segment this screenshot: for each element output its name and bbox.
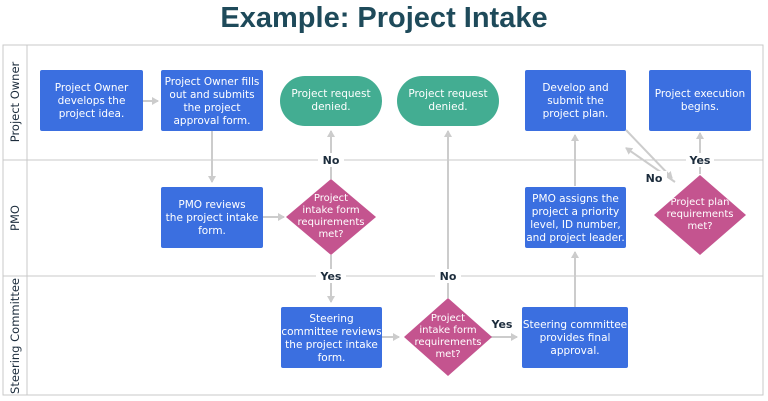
edge-label-sc-no: No (440, 270, 457, 283)
lane-label-project-owner: Project Owner (8, 61, 22, 142)
edge-label-pmo-no: No (323, 154, 340, 167)
edge-label-pmo-yes: Yes (320, 270, 342, 283)
edge-label-sc-yes: Yes (491, 318, 513, 331)
lane-label-pmo: PMO (8, 205, 22, 231)
edge-labels: No Yes No Yes No Yes (316, 153, 714, 332)
lane-label-steering-committee: Steering Committee (8, 278, 22, 394)
edge-label-plan-no: No (646, 172, 663, 185)
swimlanes: Project Owner PMO Steering Committee (2, 44, 764, 396)
edge-label-plan-yes: Yes (689, 154, 711, 167)
connectors (143, 97, 704, 341)
arrow-plan-to-decision (625, 129, 673, 179)
page-title: Example: Project Intake (220, 2, 548, 34)
